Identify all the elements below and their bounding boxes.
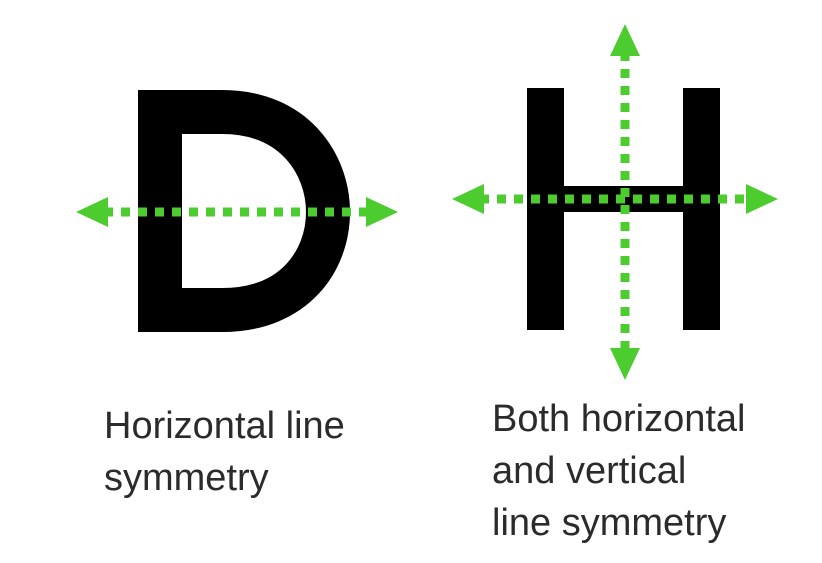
h-vertical-top-arrowhead <box>610 24 640 56</box>
h-vertical-bottom-arrowhead <box>610 348 640 380</box>
h-horizontal-right-arrowhead <box>746 184 778 214</box>
caption-right-line-1: Both horizontal <box>492 398 746 440</box>
caption-both-symmetry: Both horizontal and vertical line symmet… <box>492 393 746 549</box>
caption-horizontal-symmetry: Horizontal line symmetry <box>104 400 345 504</box>
d-axis-right-arrowhead <box>366 197 398 227</box>
caption-left-line-1: Horizontal line <box>104 405 345 447</box>
d-axis-left-arrowhead <box>76 197 108 227</box>
caption-left-line-2: symmetry <box>104 457 269 499</box>
caption-right-line-2: and vertical <box>492 450 687 492</box>
caption-right-line-3: line symmetry <box>492 502 727 544</box>
h-horizontal-left-arrowhead <box>452 184 484 214</box>
